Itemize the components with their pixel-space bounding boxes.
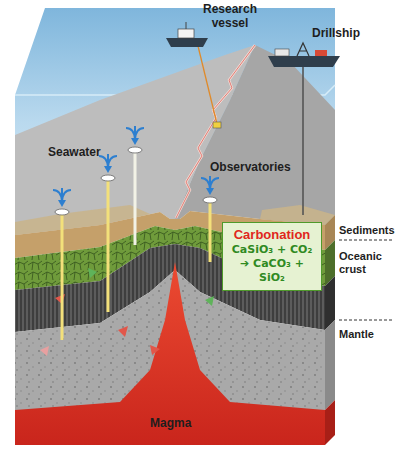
layer-label: Sediments [339,224,395,237]
observatory-label: Observatories [210,160,291,174]
reaction-box: CarbonationCaSiO₃ + CO₂ ➔ CaCO₃ + SiO₂ [222,222,322,291]
layer-label: Oceanic crust [339,250,396,276]
vessel-label: Research vessel [198,2,262,30]
seawater-label: Seawater [48,145,101,159]
layer-label: Mantle [339,328,374,341]
chemical-equation: CaSiO₃ + CO₂ ➔ CaCO₃ + SiO₂ [228,243,316,285]
reaction-title: Carbonation [228,227,316,243]
ship-label: Drillship [312,26,360,40]
magma-label: Magma [150,416,191,430]
